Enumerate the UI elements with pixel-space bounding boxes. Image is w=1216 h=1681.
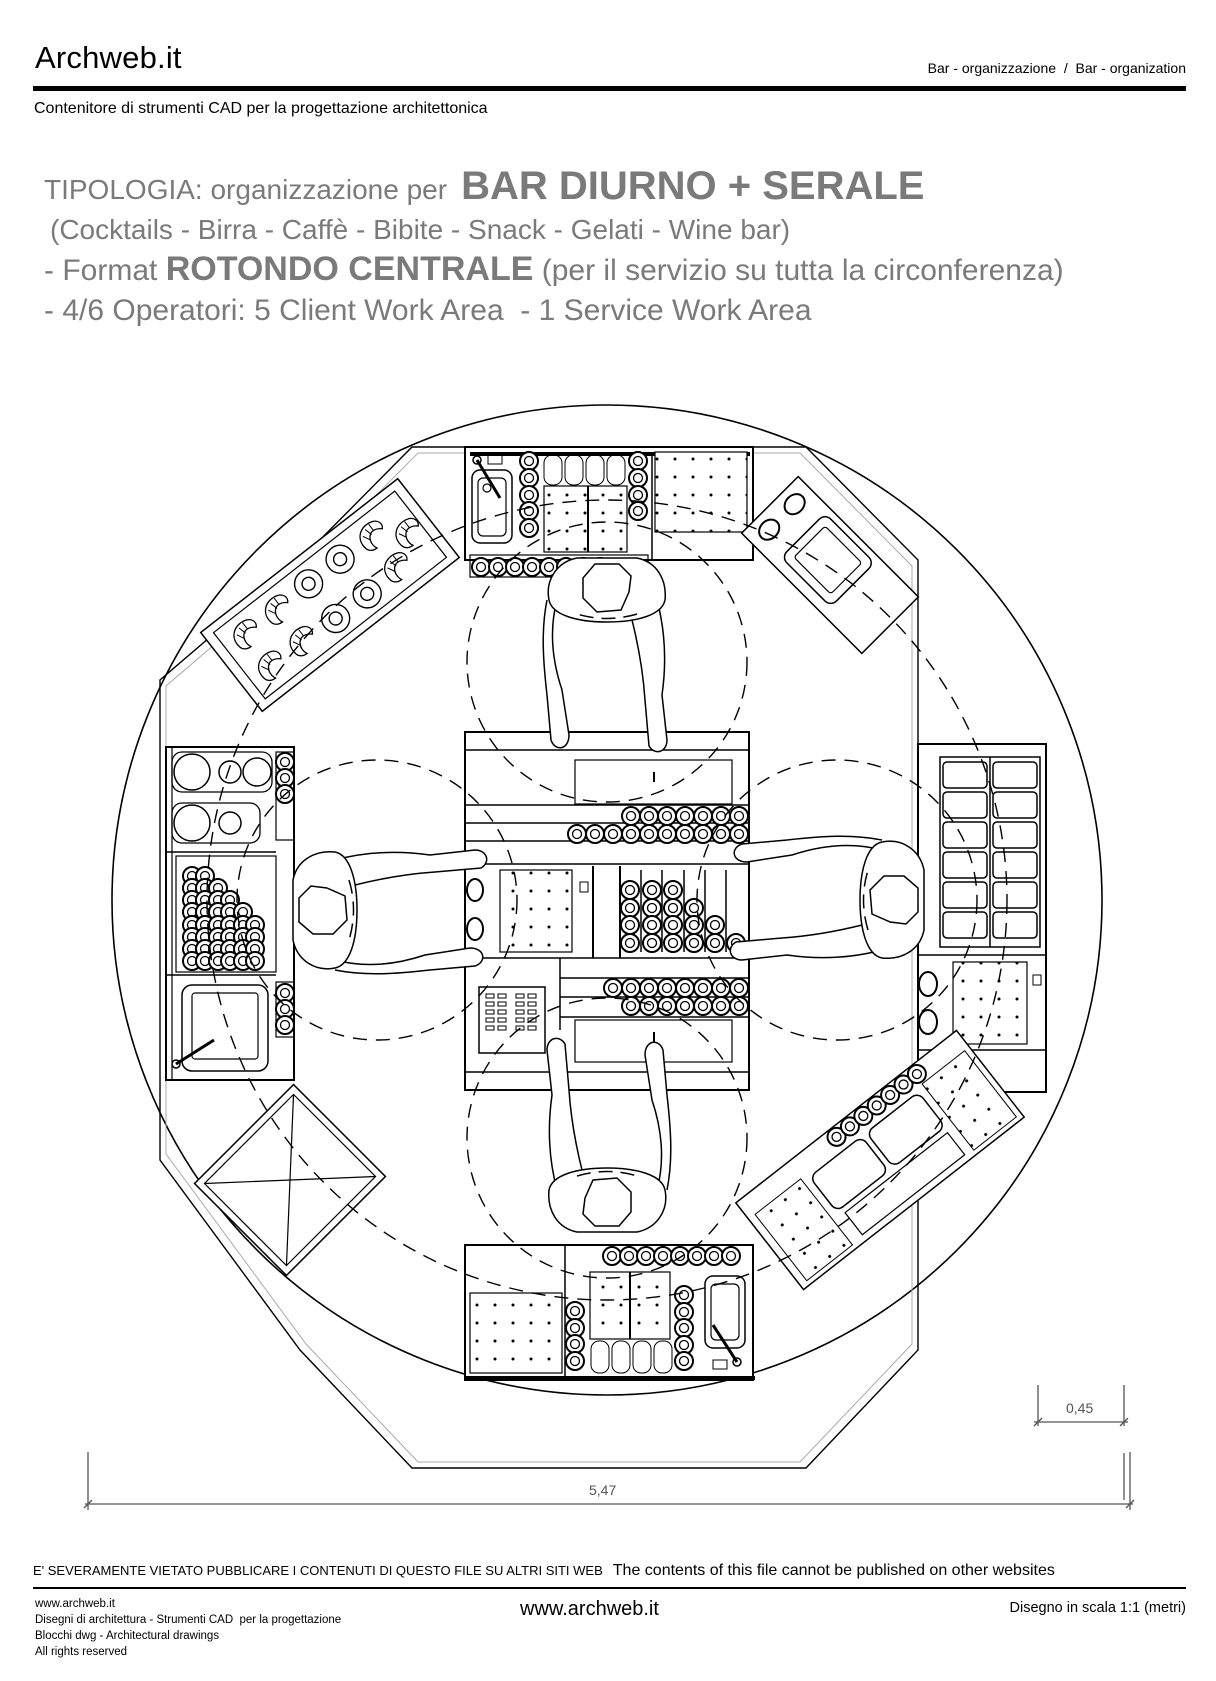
tagline: Contenitore di strumenti CAD per la prog… xyxy=(34,100,488,117)
pastry-display xyxy=(199,477,461,713)
warning-it: E' SEVERAMENTE VIETATO PUBBLICARE I CONT… xyxy=(33,1563,603,1578)
title-line-3-bold: ROTONDO CENTRALE xyxy=(165,250,534,288)
dimension-overall xyxy=(83,1452,1135,1510)
left-station xyxy=(165,746,295,1081)
breadcrumb: Bar - organizzazione / Bar - organizatio… xyxy=(927,60,1186,76)
brand-logo: Archweb.it xyxy=(35,40,182,75)
warning-en: The contents of this file cannot be publ… xyxy=(612,1562,1055,1579)
copyright-warning: E' SEVERAMENTE VIETATO PUBBLICARE I CONT… xyxy=(33,1562,1055,1580)
hand-sink xyxy=(740,475,920,655)
top-station xyxy=(464,446,754,578)
dimension-counter-depth xyxy=(1033,1385,1129,1500)
wash-station xyxy=(734,1029,1026,1291)
operator-right xyxy=(729,835,925,961)
work-area-circles xyxy=(206,499,1008,1301)
operator-left xyxy=(292,849,488,975)
bar-floor-plan xyxy=(83,404,1135,1510)
header-divider xyxy=(33,86,1186,91)
footer-line: All rights reserved xyxy=(35,1646,128,1658)
title-line-3-suffix: (per il servizio su tutta la circonferen… xyxy=(541,254,1064,287)
operator-top xyxy=(542,557,668,753)
title-line-1-prefix: TIPOLOGIA: organizzazione per xyxy=(44,174,448,205)
title-line-3-prefix: - Format xyxy=(44,254,158,287)
footer-line: Disegni di architettura - Strumenti CAD … xyxy=(35,1614,342,1626)
title-line-3: - Format ROTONDO CENTRALE (per il serviz… xyxy=(44,250,1064,289)
right-station xyxy=(917,743,1047,1093)
dimension-overall-label: 5,47 xyxy=(589,1482,617,1498)
footer-info: www.archweb.it Disegni di architettura -… xyxy=(35,1596,341,1660)
title-line-4: - 4/6 Operatori: 5 Client Work Area - 1 … xyxy=(44,294,812,327)
footer-line: Blocchi dwg - Architectural drawings xyxy=(35,1630,220,1642)
title-line-2: (Cocktails - Birra - Caffè - Bibite - Sn… xyxy=(50,214,791,245)
dimension-depth-label: 0,45 xyxy=(1066,1400,1094,1416)
title-line-1-bold: BAR DIURNO + SERALE xyxy=(461,164,925,208)
central-island xyxy=(464,731,750,1091)
drawing-scale: Disegno in scala 1:1 (metri) xyxy=(1009,1600,1187,1616)
footer-website-link[interactable]: www.archweb.it xyxy=(520,1598,659,1620)
storage-box xyxy=(193,1083,387,1277)
title-line-1: TIPOLOGIA: organizzazione per BAR DIURNO … xyxy=(44,164,924,209)
bottom-station xyxy=(464,1244,755,1381)
footer-line: www.archweb.it xyxy=(35,1598,115,1610)
cash-register xyxy=(478,986,546,1054)
footer-divider xyxy=(33,1587,1186,1589)
